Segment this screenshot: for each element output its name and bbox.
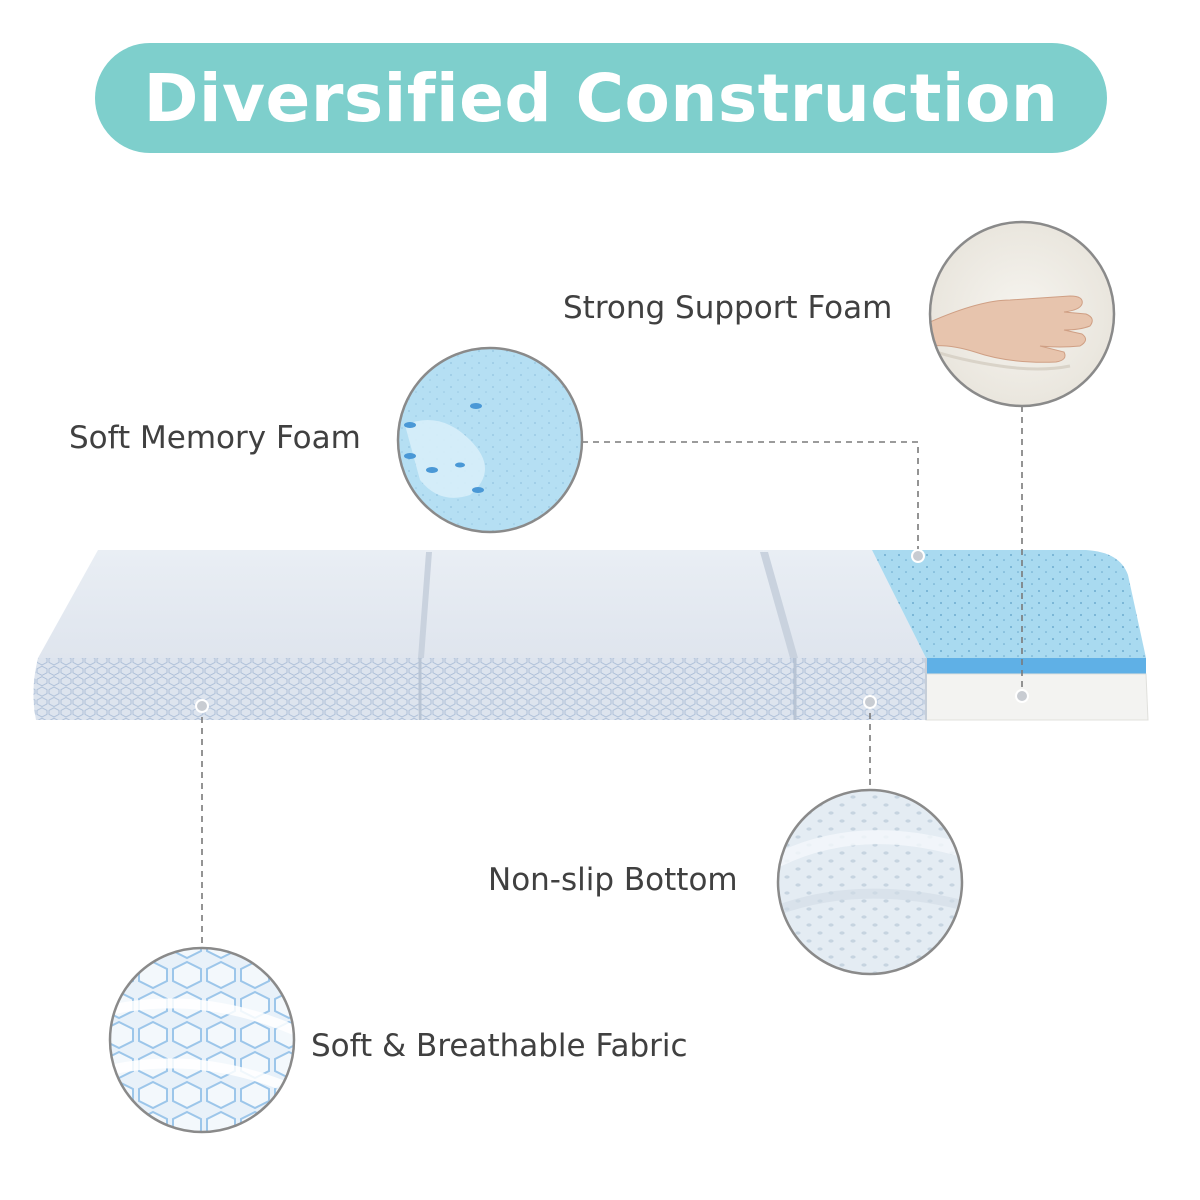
- leader-dots: [195, 549, 1029, 713]
- breathable-fabric-label: Soft & Breathable Fabric: [311, 1028, 688, 1064]
- panel-3-top: [763, 550, 926, 658]
- soft-memory-foam-label: Soft Memory Foam: [69, 420, 361, 456]
- hand-press-icon: [928, 220, 1116, 408]
- memory-foam-imprint-icon: [396, 346, 584, 534]
- panel-2-top: [420, 550, 795, 658]
- dotted-bottom-texture-icon: [776, 788, 964, 976]
- leader-lines: [201, 406, 1023, 948]
- honeycomb-fabric-icon: [108, 946, 296, 1134]
- title-banner: Diversified Construction: [95, 43, 1107, 153]
- strong-support-foam-label: Strong Support Foam: [563, 290, 893, 326]
- panel-1-side: [33, 658, 421, 720]
- memory-foam-side: [926, 658, 1146, 674]
- page-title: Diversified Construction: [143, 59, 1059, 137]
- mattress: [33, 550, 1149, 721]
- panel-3-side: [795, 658, 926, 720]
- panel-1-top: [38, 550, 426, 658]
- non-slip-bottom-label: Non-slip Bottom: [488, 862, 738, 898]
- support-foam-side: [925, 673, 1149, 721]
- panel-2-side: [420, 658, 795, 720]
- memory-foam-top: [872, 550, 1146, 658]
- memory-leader: [582, 441, 919, 556]
